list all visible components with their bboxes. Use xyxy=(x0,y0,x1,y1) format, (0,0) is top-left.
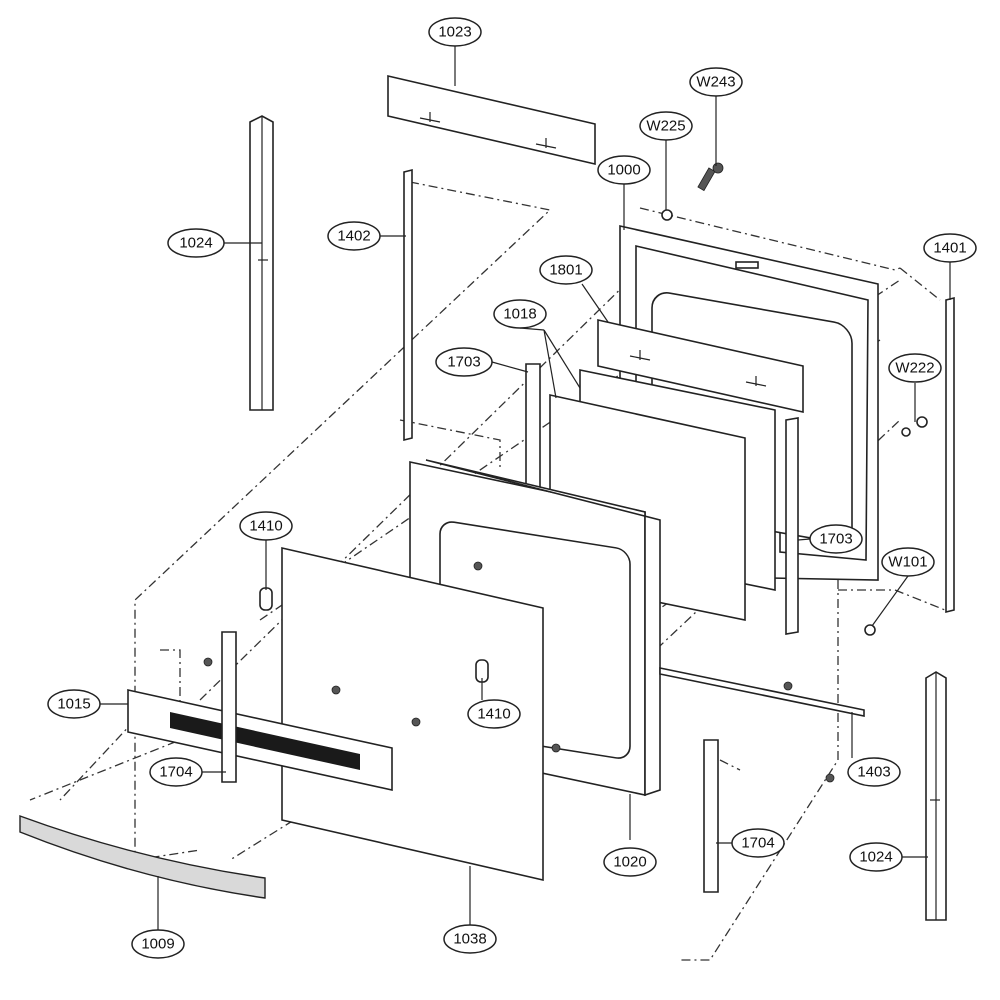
callout-W101: W101 xyxy=(881,547,935,577)
callout-1410-left: 1410 xyxy=(239,511,293,541)
callout-W222: W222 xyxy=(888,353,942,383)
callout-1703-right: 1703 xyxy=(809,524,863,554)
callout-1020: 1020 xyxy=(603,847,657,877)
vent-trim-1015 xyxy=(127,689,393,791)
callout-1023: 1023 xyxy=(428,17,482,47)
svg-text:1024: 1024 xyxy=(179,235,212,252)
callout-1024-left: 1024 xyxy=(167,228,225,258)
callout-1703-left: 1703 xyxy=(435,347,493,377)
svg-text:1009: 1009 xyxy=(141,936,174,953)
side-trim-1024-left xyxy=(249,115,274,411)
callout-1038: 1038 xyxy=(443,924,497,954)
hinge-1704-right xyxy=(703,739,719,893)
svg-text:W101: W101 xyxy=(888,554,927,571)
callout-1401: 1401 xyxy=(923,233,977,263)
callout-1402: 1402 xyxy=(327,221,381,251)
callout-1015: 1015 xyxy=(47,689,101,719)
svg-text:1704: 1704 xyxy=(159,764,192,781)
svg-text:1704: 1704 xyxy=(741,835,774,852)
svg-text:1703: 1703 xyxy=(819,531,852,548)
svg-text:1000: 1000 xyxy=(607,162,640,179)
svg-text:1410: 1410 xyxy=(477,706,510,723)
callout-1801: 1801 xyxy=(539,255,593,285)
callout-W243: W243 xyxy=(689,67,743,97)
callout-1018: 1018 xyxy=(493,299,547,329)
callout-1410-right: 1410 xyxy=(467,699,521,729)
callout-1000: 1000 xyxy=(597,155,651,185)
spacer-1410-left xyxy=(259,587,273,611)
svg-text:1015: 1015 xyxy=(57,696,90,713)
callout-W225: W225 xyxy=(639,111,693,141)
svg-text:W243: W243 xyxy=(696,74,735,91)
glass-bracket-1703-right xyxy=(785,417,799,635)
side-bracket-1401 xyxy=(945,296,955,614)
callout-1403: 1403 xyxy=(847,757,901,787)
bottom-bracket-1403 xyxy=(659,667,865,717)
svg-text:1024: 1024 xyxy=(859,849,892,866)
callout-1024-right: 1024 xyxy=(849,842,903,872)
svg-text:W225: W225 xyxy=(646,118,685,135)
door-handle-1009 xyxy=(19,814,266,899)
svg-text:1801: 1801 xyxy=(549,262,582,279)
insulation-1801 xyxy=(597,319,804,413)
callout-1009: 1009 xyxy=(131,929,185,959)
svg-text:1020: 1020 xyxy=(613,854,646,871)
svg-text:1038: 1038 xyxy=(453,931,486,948)
side-bracket-1402 xyxy=(403,168,413,442)
leader-lines xyxy=(99,46,951,930)
side-trim-1024-right xyxy=(925,671,947,921)
svg-text:1401: 1401 xyxy=(933,240,966,257)
hinge-1704-left xyxy=(221,631,237,783)
svg-text:1402: 1402 xyxy=(337,228,370,245)
svg-text:W222: W222 xyxy=(895,360,934,377)
svg-text:1018: 1018 xyxy=(503,306,536,323)
svg-text:1023: 1023 xyxy=(438,24,471,41)
svg-text:1403: 1403 xyxy=(857,764,890,781)
svg-text:1703: 1703 xyxy=(447,354,480,371)
top-trim-1023 xyxy=(387,74,596,166)
callout-1704-left: 1704 xyxy=(149,757,203,787)
svg-text:1410: 1410 xyxy=(249,518,282,535)
callout-1704-right: 1704 xyxy=(731,828,785,858)
